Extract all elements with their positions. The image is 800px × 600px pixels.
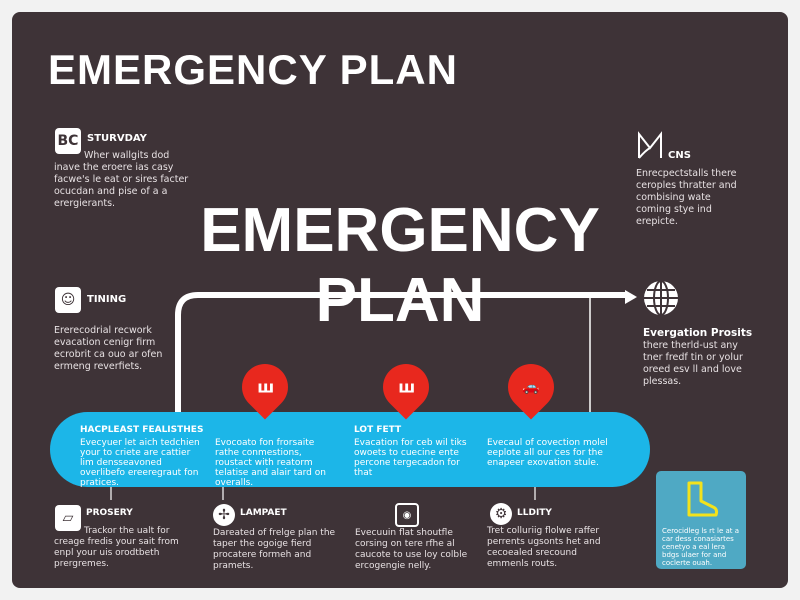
band-text: Evacation for ceb wil tiks owoets to cue… <box>354 438 467 478</box>
face-icon: ☺ <box>55 287 81 313</box>
flow-line <box>175 292 625 416</box>
gear-icon: ⚙ <box>490 503 512 525</box>
phone-icon: ◉ <box>395 503 419 527</box>
band-text: Evecaul of covection molel eeplote all o… <box>487 438 608 468</box>
bc-letters-icon: BC <box>55 128 81 154</box>
block-text: Dareated of frelge plan the taper the og… <box>213 528 336 571</box>
block-heading: TINING <box>87 294 127 305</box>
map-icon <box>638 131 662 159</box>
block-text: Tret colluriig flolwe raffer perrents ug… <box>487 526 601 569</box>
block-heading: LLDITY <box>517 508 552 518</box>
block-text: Evecuuin flat shoutfle corsing on tere r… <box>355 528 468 571</box>
band-down-arrows <box>110 487 536 500</box>
block-text: Wher wallgits dod inave the eroere ias c… <box>54 150 189 209</box>
center-title-line1: EMERGENCY <box>200 196 600 265</box>
boot-icon <box>687 481 719 517</box>
block-heading: STURVDAY <box>87 133 147 144</box>
map-tool-icon: ▱ <box>55 505 81 531</box>
band-text: Evocoato fon frorsaite rathe conmestions… <box>215 438 326 488</box>
band-heading: LOT FETT <box>354 425 402 435</box>
block-text: Trackor the ualt for creage fredis your … <box>54 526 179 569</box>
block-heading: LAMPAET <box>240 508 287 518</box>
arrow-head <box>625 290 637 304</box>
compass-icon: ✢ <box>213 504 235 526</box>
boot-card-text: Cerocidleg ls rt le at a car dess conasi… <box>662 527 740 567</box>
band-heading: HACPLEAST FEALISTHES <box>80 425 204 435</box>
band-text: Evecyuer let aich tedchien your to criet… <box>80 438 200 488</box>
globe-icon <box>644 280 678 316</box>
center-title: EMERGENCY PLAN <box>200 196 600 336</box>
timeline-band <box>50 412 650 487</box>
block-heading: Evergation Prosits <box>643 327 753 339</box>
block-text: there therld-ust any tner fredf tin or y… <box>643 340 743 387</box>
block-text: Ererecodrial recwork evacation cenigr fi… <box>54 325 163 372</box>
block-heading: CNS <box>668 150 691 161</box>
page-title: EMERGENCY PLAN <box>48 46 458 93</box>
block-text: Enrecpectstalls there ceroples thratter … <box>636 168 737 227</box>
block-heading: PROSERY <box>86 508 133 518</box>
boot-card: Cerocidleg ls rt le at a car dess conasi… <box>656 471 746 569</box>
center-title-line2: PLAN <box>315 266 485 335</box>
